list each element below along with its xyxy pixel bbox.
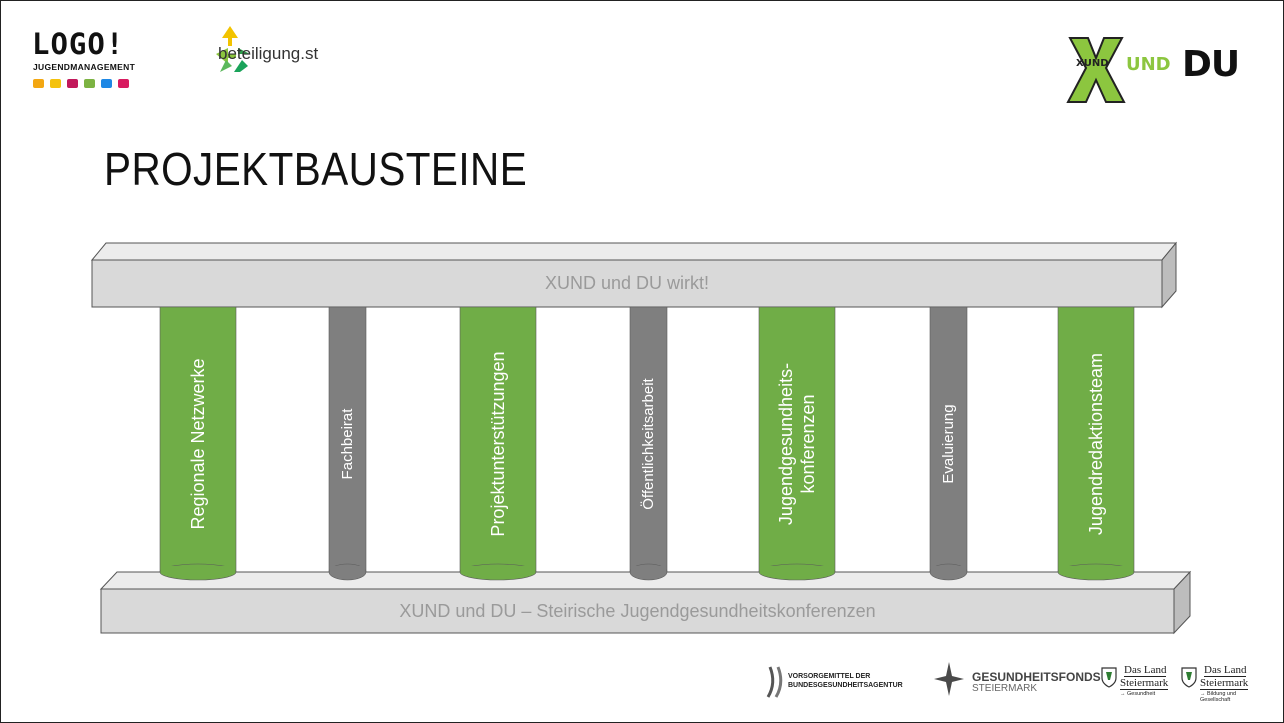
pillar-label: Öffentlichkeitsarbeit <box>640 378 658 509</box>
beteiligung-arrows-icon <box>216 26 250 72</box>
pillar-2 <box>328 306 367 581</box>
pillar-7 <box>1057 306 1135 581</box>
chat-icon <box>67 79 78 88</box>
pillar-1 <box>159 306 237 581</box>
land2-line1: Das Land <box>1204 664 1247 677</box>
apple-icon <box>84 79 95 88</box>
bottom-beam-label: XUND und DU – Steirische Jugendgesundhei… <box>399 600 876 621</box>
gesundheitsfonds-line1: GESUNDHEITSFONDS <box>972 670 1101 684</box>
pillar-4 <box>629 306 668 581</box>
pillar-label-line1: Jugendgesundheits- <box>776 362 796 525</box>
sun-icon <box>33 79 44 88</box>
land1-sub: → Gesundheit <box>1120 691 1156 697</box>
logo-land-steiermark-gesundheit: Das Land Steiermark → Gesundheit <box>1100 664 1180 704</box>
logo-jugendmanagement: LOGO! <box>32 27 125 61</box>
pillar-label-container: Evaluierung <box>930 307 967 580</box>
coat-of-arms-icon <box>1181 667 1197 688</box>
bottom-beam <box>99 570 1192 635</box>
pillar-label-line1: Fachbeirat <box>338 408 356 479</box>
pillar-label: Fachbeirat <box>339 408 357 479</box>
logo-xund-und-du: XUND UND DU <box>1064 24 1244 110</box>
mail-icon <box>118 79 129 88</box>
xund-logo-graphic <box>1066 37 1126 103</box>
pillar-label-container: Öffentlichkeitsarbeit <box>630 307 667 580</box>
star-icon <box>934 662 964 696</box>
logo-jugendmanagement-subtitle: JUGENDMANAGEMENT <box>33 62 136 72</box>
coat-of-arms-icon <box>1101 667 1117 688</box>
pillar-label: Evaluierung <box>940 404 958 483</box>
logo-icons-row <box>33 79 129 88</box>
pillar-label-line2: konferenzen <box>798 393 818 494</box>
pillar-label-container: Regionale Netzwerke <box>160 307 236 580</box>
logo-land-steiermark-bildung: Das Land Steiermark → Bildung und Gesell… <box>1180 664 1260 704</box>
pillar-label-line1: Öffentlichkeitsarbeit <box>639 377 657 510</box>
logo-vorsorgemittel: VORSORGEMITTEL DER BUNDESGESUNDHEITSAGEN… <box>764 665 934 701</box>
pillar-label-container: Projektunterstützungen <box>460 307 536 580</box>
vorsorgemittel-line1: VORSORGEMITTEL DER <box>788 673 871 680</box>
xund-logo-xund-text: XUND <box>1076 58 1109 69</box>
pillar-label: Projektunterstützungen <box>487 351 509 536</box>
gesundheitsfonds-line2: STEIERMARK <box>972 683 1038 694</box>
logo-beteiligung: beteiligung.st <box>218 44 319 63</box>
pillar-6 <box>929 306 968 581</box>
xund-logo-du-text: DU <box>1182 44 1240 85</box>
top-beam <box>90 241 1178 309</box>
pillar-label-container: Jugendgesundheits-konferenzen <box>759 307 835 580</box>
page-title: PROJEKTBAUSTEINE <box>104 143 528 195</box>
pillar-label-line1: Evaluierung <box>939 403 957 484</box>
pillar-label-line1: Projektunterstützungen <box>488 350 508 537</box>
pillar-label-container: Jugendredaktionsteam <box>1058 307 1134 580</box>
top-beam-label: XUND und DU wirkt! <box>544 273 710 293</box>
land1-line1: Das Land <box>1124 664 1167 677</box>
pillar-label: Regionale Netzwerke <box>187 358 209 529</box>
pillar-label-container: Fachbeirat <box>329 307 366 580</box>
pillar-3 <box>459 306 537 581</box>
globe-icon <box>101 79 112 88</box>
xund-logo-und-text: UND <box>1126 54 1171 75</box>
land1-line2: Steiermark <box>1120 677 1169 690</box>
logo-gesundheitsfonds: GESUNDHEITSFONDS STEIERMARK <box>932 660 1102 700</box>
book-icon <box>50 79 61 88</box>
land2-sub: → Bildung und Gesellschaft <box>1200 691 1237 703</box>
vorsorgemittel-mark-icon <box>766 666 783 698</box>
pillar-label-line1: Regionale Netzwerke <box>188 357 208 530</box>
land2-line2: Steiermark <box>1200 677 1249 690</box>
vorsorgemittel-line2: BUNDESGESUNDHEITSAGENTUR <box>788 682 903 689</box>
pillar-label: Jugendredaktionsteam <box>1085 352 1107 534</box>
pillar-5 <box>758 306 836 581</box>
pillar-label-line1: Jugendredaktionsteam <box>1086 352 1106 535</box>
pillar-label: Jugendgesundheits-konferenzen <box>775 362 819 524</box>
